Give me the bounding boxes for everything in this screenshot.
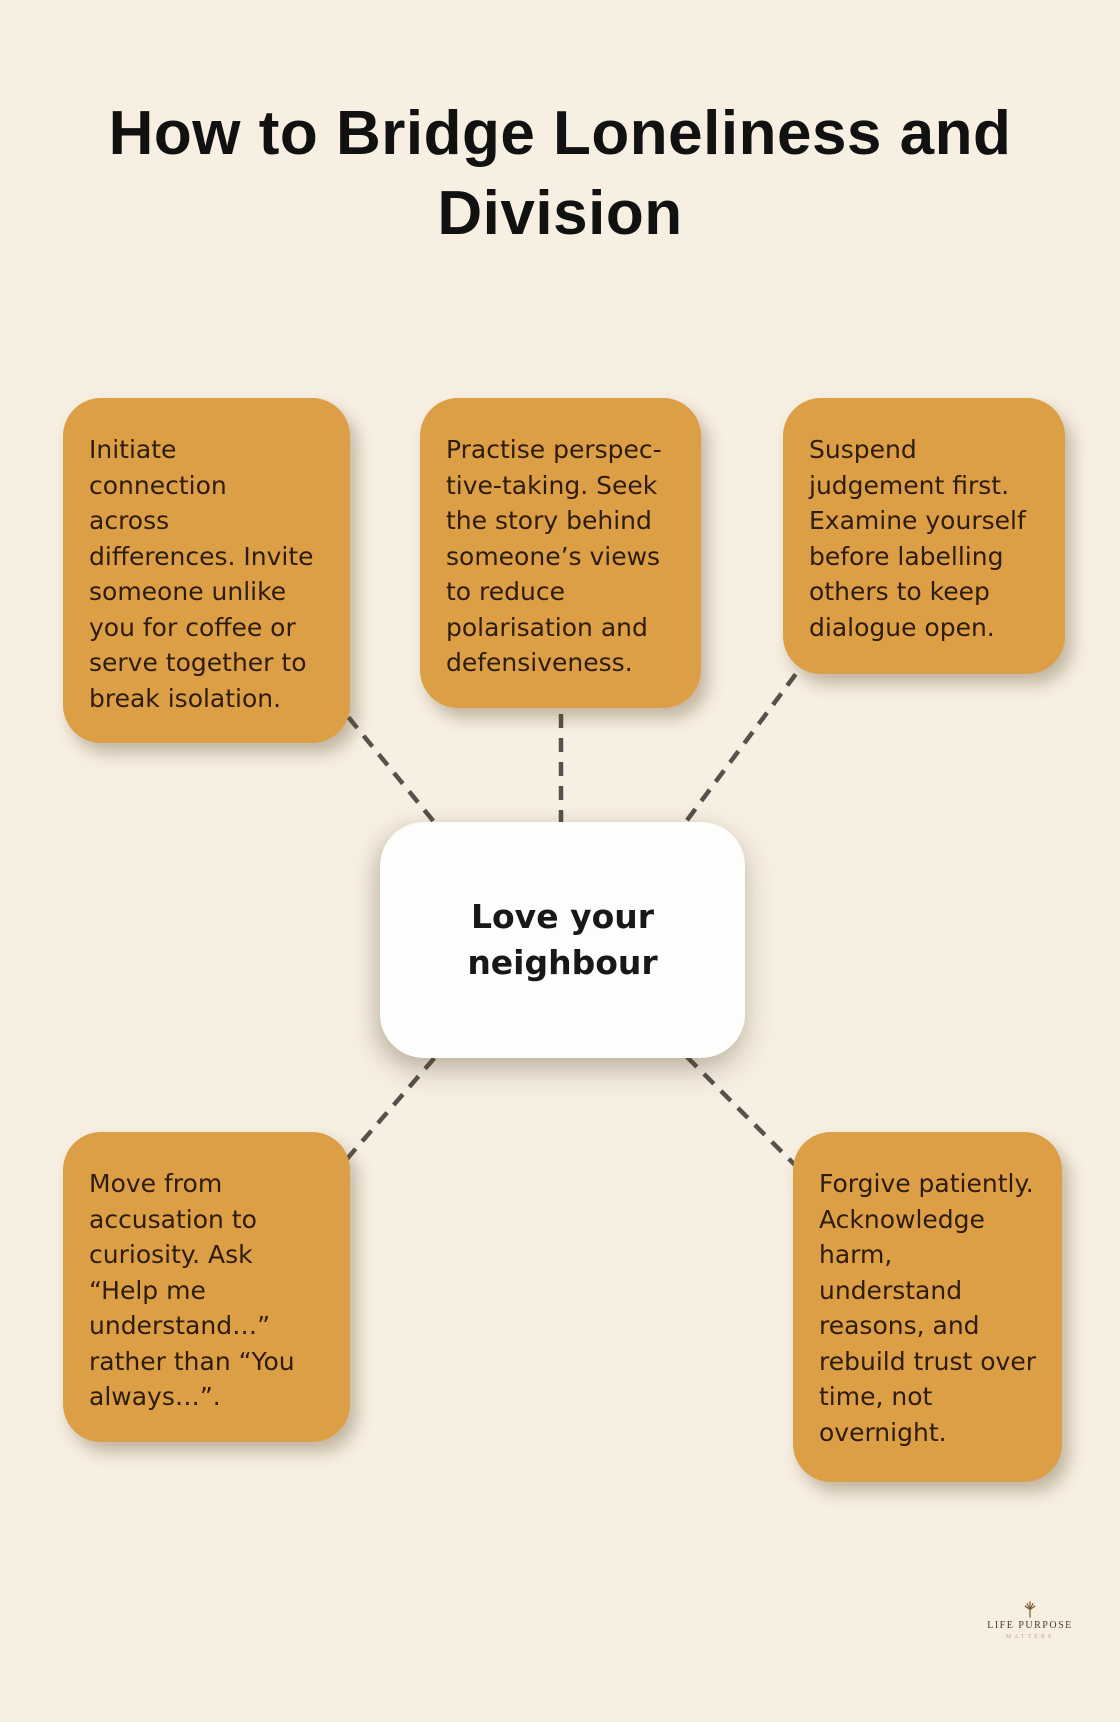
center-node: Love your neighbour bbox=[380, 822, 745, 1058]
node-top-middle: Practise perspec- tive-taking. Seek the … bbox=[420, 398, 701, 708]
node-bottom-right: Forgive patiently. Acknowledge harm, und… bbox=[793, 1132, 1062, 1482]
node-top-right: Suspend judgement first. Examine yoursel… bbox=[783, 398, 1065, 674]
connector-bottom-right bbox=[668, 1038, 832, 1202]
brand-name: LIFE PURPOSE bbox=[987, 1620, 1073, 1631]
connector-top-left bbox=[316, 678, 477, 874]
brand-logo: LIFE PURPOSE MATTERS bbox=[985, 1598, 1075, 1640]
tree-icon bbox=[985, 1598, 1075, 1618]
brand-tagline: MATTERS bbox=[1005, 1634, 1055, 1640]
node-bottom-left: Move from accusation to curiosity. Ask “… bbox=[63, 1132, 350, 1442]
page-title: How to Bridge Loneliness and Division bbox=[108, 99, 1012, 248]
connector-bottom-left bbox=[318, 1038, 452, 1192]
node-top-left: Initiate connection across differences. … bbox=[63, 398, 350, 743]
